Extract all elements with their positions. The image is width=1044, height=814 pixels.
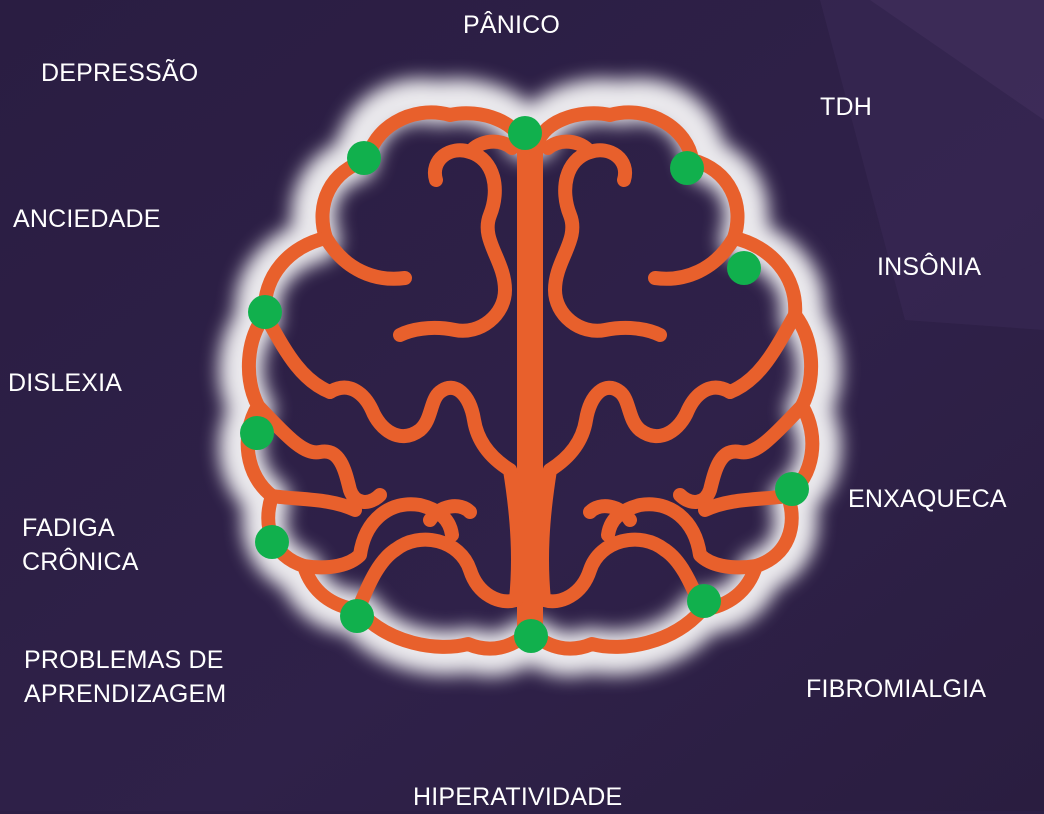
label-depressao: DEPRESSÃO [41, 56, 198, 90]
label-dislexia: DISLEXIA [8, 366, 122, 400]
marker-dot-fibromialgia [687, 584, 721, 618]
label-hiperatividade: HIPERATIVIDADE [413, 780, 622, 814]
label-fadiga-cronica: FADIGA CRÔNICA [22, 511, 139, 579]
marker-dot-hiperatividade [514, 619, 548, 653]
marker-dot-anciedade [248, 295, 282, 329]
label-fibromialgia: FIBROMIALGIA [806, 672, 986, 706]
marker-dot-tdh [670, 151, 704, 185]
label-anciedade: ANCIEDADE [13, 202, 161, 236]
marker-dot-dislexia [240, 416, 274, 450]
marker-dot-problemas [340, 599, 374, 633]
label-fadiga-line2: CRÔNICA [22, 545, 139, 579]
label-fadiga-line1: FADIGA [22, 511, 139, 545]
label-panico: PÂNICO [463, 8, 560, 42]
marker-dot-insonia [727, 251, 761, 285]
marker-dot-depressao [347, 141, 381, 175]
label-problemas-line1: PROBLEMAS DE [24, 643, 226, 677]
marker-dot-panico [508, 116, 542, 150]
label-insonia: INSÔNIA [877, 250, 981, 284]
marker-dot-fadiga [255, 525, 289, 559]
label-tdh: TDH [820, 90, 872, 124]
marker-dot-enxaqueca [775, 472, 809, 506]
label-enxaqueca: ENXAQUECA [848, 482, 1007, 516]
label-problemas-de-aprendizagem: PROBLEMAS DE APRENDIZAGEM [24, 643, 226, 711]
label-problemas-line2: APRENDIZAGEM [24, 677, 226, 711]
